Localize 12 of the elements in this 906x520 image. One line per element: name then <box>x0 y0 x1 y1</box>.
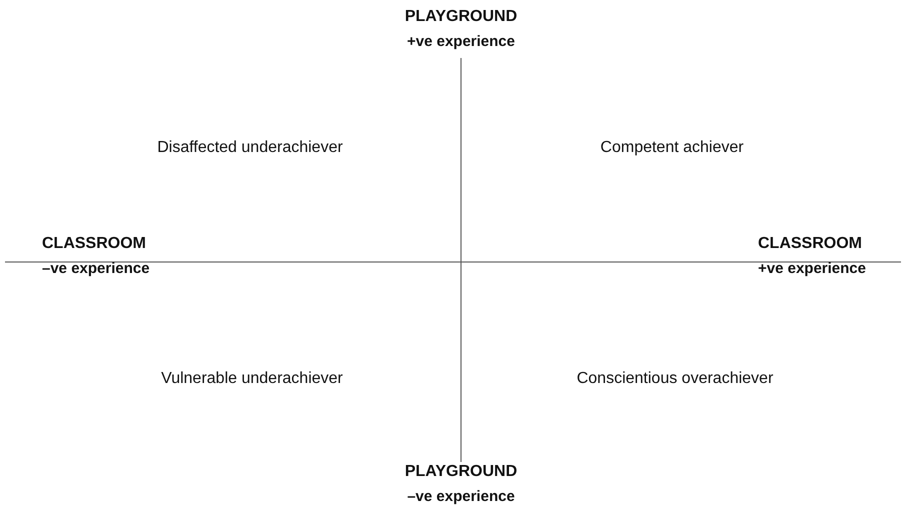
axis-title: CLASSROOM <box>42 236 146 252</box>
axis-title: CLASSROOM <box>758 236 862 252</box>
quadrant-label: Competent achiever <box>600 140 744 156</box>
axis-subtitle: –ve experience <box>42 261 150 276</box>
axis-subtitle: +ve experience <box>407 34 515 49</box>
quadrant-label: Vulnerable underachiever <box>161 371 343 387</box>
axis-title: PLAYGROUND <box>404 464 518 480</box>
quadrant-label: Disaffected underachiever <box>157 140 343 156</box>
axis-subtitle: –ve experience <box>407 489 515 504</box>
axis-title: PLAYGROUND <box>404 9 518 25</box>
quadrant-label: Conscientious overachiever <box>576 371 774 387</box>
axis-subtitle: +ve experience <box>758 261 866 276</box>
